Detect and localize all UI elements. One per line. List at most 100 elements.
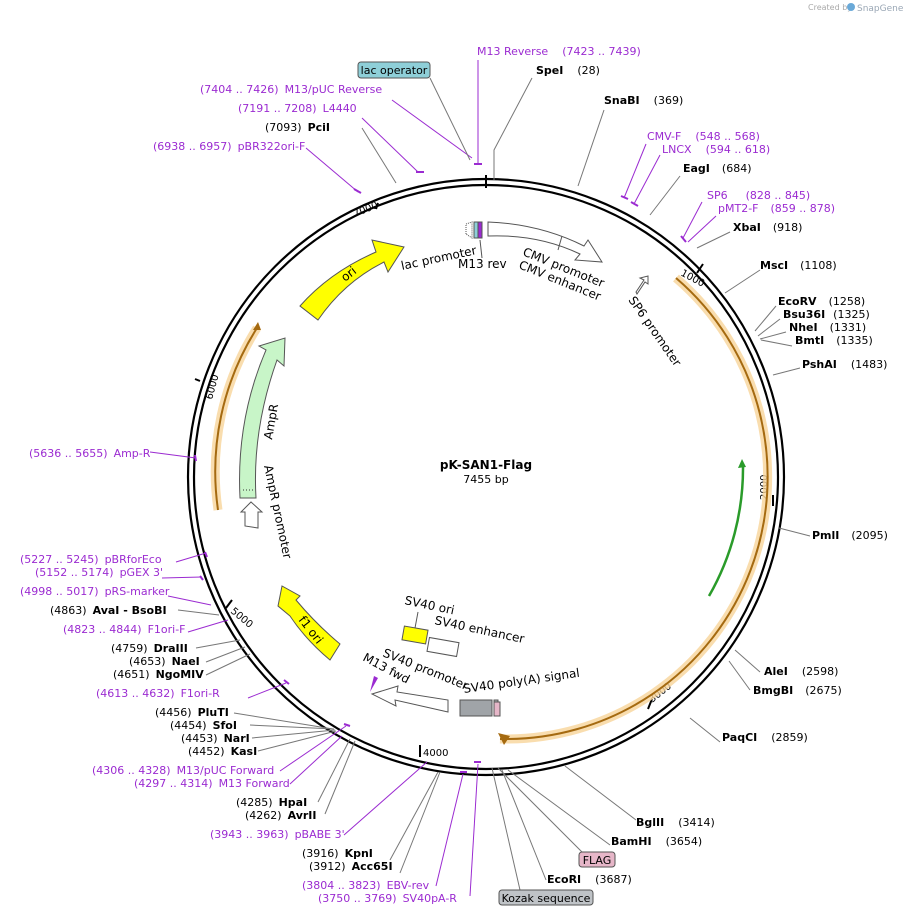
svg-text:(4454)SfoI: (4454) SfoI — [170, 719, 237, 732]
svg-text:NheI(1331): NheI(1331) — [789, 321, 866, 334]
svg-text:SpeI(28): SpeI(28) — [536, 64, 600, 77]
primer-pos: (594 .. 618) — [706, 143, 771, 156]
svg-text:(4285)HpaI: (4285)HpaI — [236, 796, 307, 809]
enzyme-pos: (918) — [773, 221, 803, 234]
svg-text:M13 Reverse(7423 .. 7439): M13 Reverse(7423 .. 7439) — [477, 45, 641, 58]
enzyme-name: AvaI - BsoBI — [93, 604, 167, 617]
m13-rev-label: M13 rev — [458, 257, 507, 271]
enzyme-pos: (3912) — [309, 860, 346, 873]
svg-text:EcoRV(1258): EcoRV(1258) — [778, 295, 865, 308]
sv40-ori-feature: SV40 ori SV40 enhancer — [401, 593, 526, 658]
svg-text:XbaI(918): XbaI(918) — [733, 221, 802, 234]
enzyme-pos: (2095) — [851, 529, 888, 542]
orf-arc — [498, 274, 773, 745]
flag-box: FLAG — [497, 767, 616, 868]
svg-text:PshAI(1483): PshAI(1483) — [802, 358, 887, 371]
primer-pos: (5227 .. 5245) — [20, 553, 99, 566]
plasmid-size: 7455 bp — [463, 473, 508, 486]
svg-text:Bsu36I(1325): Bsu36I(1325) — [783, 308, 870, 321]
enzyme-pos: (3916) — [302, 847, 339, 860]
primer-name: Amp-R — [114, 447, 151, 460]
sv40-polya-feature: SV40 poly(A) signal — [459, 666, 580, 717]
enzyme-name: BglII — [636, 816, 664, 829]
primer-name: pBR322ori-F — [238, 140, 306, 153]
svg-text:PaqCI(2859): PaqCI(2859) — [722, 731, 808, 744]
enzyme-name: AleI — [764, 665, 788, 678]
enzyme-pos: (1483) — [851, 358, 888, 371]
svg-text:PmlI(2095): PmlI (2095) — [812, 529, 888, 542]
svg-text:(4452)KasI: (4452)KasI — [188, 745, 257, 758]
svg-text:(4863)AvaI - BsoBI: (4863)AvaI - BsoBI — [50, 604, 167, 617]
svg-text:(7093)PciI: (7093)PciI — [265, 121, 330, 134]
primer-name: LNCX — [662, 143, 692, 156]
enzyme-pos: (2675) — [805, 684, 842, 697]
primer-name: F1ori-R — [181, 687, 221, 700]
enzyme-pos: (4759) — [111, 642, 148, 655]
enzyme-pos: (1325) — [833, 308, 870, 321]
svg-text:(4653)NaeI: (4653)NaeI — [129, 655, 200, 668]
primer-pos: (3804 .. 3823) — [302, 879, 381, 892]
enzyme-name: NgoMIV — [156, 668, 205, 681]
enzyme-pos: (4653) — [129, 655, 166, 668]
svg-text:(4651)NgoMIV: (4651)NgoMIV — [113, 668, 204, 681]
primer-name: EBV-rev — [387, 879, 430, 892]
svg-text:(3750 .. 3769)SV40pA-R: (3750 .. 3769)SV40pA-R — [318, 892, 457, 905]
primer-name: pRS-marker — [105, 585, 170, 598]
svg-text:AleI(2598): AleI (2598) — [764, 665, 838, 678]
primer-name: CMV-F — [647, 130, 681, 143]
enzyme-pos: (3687) — [595, 873, 632, 886]
primer-pos: (4306 .. 4328) — [92, 764, 171, 777]
svg-text:(5152 .. 5174)pGEX 3': (5152 .. 5174)pGEX 3' — [35, 566, 163, 579]
ori-feature: ori — [299, 239, 405, 321]
primer-name: L4440 — [323, 102, 357, 115]
credit-brand: SnapGene — [857, 4, 904, 14]
tick-label-6000: 6000 — [204, 373, 221, 400]
lac-operator-label: lac operator — [361, 64, 428, 77]
svg-text:(3943 .. 3963)pBABE 3': (3943 .. 3963)pBABE 3' — [210, 828, 345, 841]
primer-name: F1ori-F — [148, 623, 186, 636]
enzyme-pos: (4285) — [236, 796, 273, 809]
svg-text:pMT2-F(859 .. 878): pMT2-F (859 .. 878) — [718, 202, 835, 215]
svg-text:(4297 .. 4314)M13 Forward: (4297 .. 4314)M13 Forward — [134, 777, 290, 790]
primer-pos: (4613 .. 4632) — [96, 687, 175, 700]
svg-text:(3912)Acc65I: (3912)Acc65I — [309, 860, 393, 873]
credit-text: Created by — [808, 3, 852, 12]
svg-text:CMV-F(548 .. 568): CMV-F(548 .. 568) — [647, 130, 760, 143]
enzyme-name: SpeI — [536, 64, 563, 77]
enzyme-name: NarI — [224, 732, 250, 745]
sv40-polya-label: SV40 poly(A) signal — [462, 666, 580, 696]
sp6-promoter-label: SP6 promoter — [626, 294, 685, 369]
primer-name: pMT2-F — [718, 202, 759, 215]
svg-text:(4998 .. 5017)pRS-marker: (4998 .. 5017) pRS-marker — [20, 585, 170, 598]
primer-name: pBABE 3' — [295, 828, 345, 841]
enzyme-name: PmlI — [812, 529, 839, 542]
ampr-feature: AmpR AmpR promoter — [239, 337, 295, 560]
primer-pos: (4998 .. 5017) — [20, 585, 99, 598]
enzyme-pos: (2598) — [802, 665, 839, 678]
svg-text:MscI(1108): MscI(1108) — [760, 259, 837, 272]
enzyme-name: NheI — [789, 321, 818, 334]
enzyme-pos: (4454) — [170, 719, 207, 732]
enzyme-labels: SpeI(28) SnaBI(369) EagI(684) XbaI(918) … — [50, 64, 888, 886]
svg-text:(4456)PluTI: (4456)PluTI — [155, 706, 229, 719]
kozak-label: Kozak sequence — [502, 892, 591, 905]
lac-operator-box: lac operator — [357, 61, 471, 161]
enzyme-pos: (1108) — [800, 259, 837, 272]
enzyme-pos: (4453) — [181, 732, 218, 745]
primer-leaders — [149, 60, 717, 897]
primer-name: pGEX 3' — [120, 566, 164, 579]
svg-text:BmtI(1335): BmtI(1335) — [795, 334, 873, 347]
primer-pos: (4297 .. 4314) — [134, 777, 213, 790]
enzyme-pos: (2859) — [771, 731, 808, 744]
primer-name: M13/pUC Forward — [177, 764, 275, 777]
enzyme-pos: (1258) — [829, 295, 866, 308]
tick-label-5000: 5000 — [228, 606, 255, 631]
enzyme-name: SfoI — [213, 719, 237, 732]
primer-pos: (859 .. 878) — [771, 202, 836, 215]
enzyme-name: AvrII — [288, 809, 317, 822]
primer-name: SV40pA-R — [403, 892, 458, 905]
primer-pos: (5636 .. 5655) — [29, 447, 108, 460]
svg-text:(4613 .. 4632)F1ori-R: (4613 .. 4632) F1ori-R — [96, 687, 220, 700]
flag-label: FLAG — [583, 854, 612, 867]
